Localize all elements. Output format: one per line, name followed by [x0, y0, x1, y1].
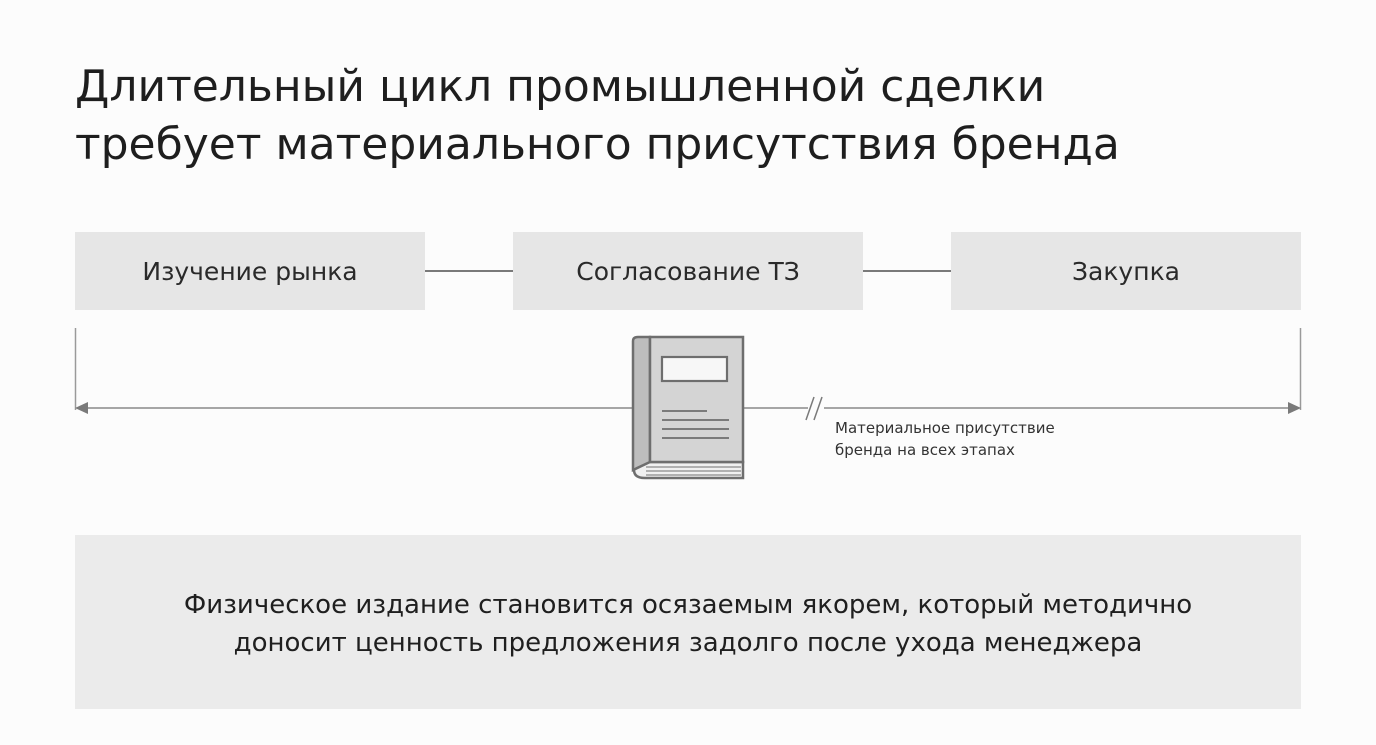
- stage-connector: [863, 270, 951, 272]
- timeline-caption: Материальное присутствие бренда на всех …: [835, 417, 1055, 461]
- stage-procurement: Закупка: [951, 232, 1301, 310]
- page-title: Длительный цикл промышленной сделки треб…: [75, 58, 1305, 174]
- stage-label: Изучение рынка: [142, 256, 358, 286]
- book-icon: [631, 335, 745, 480]
- stage-market-research: Изучение рынка: [75, 232, 425, 310]
- arrow-right-icon: [1288, 402, 1301, 414]
- stage-connector: [425, 270, 513, 272]
- title-line-2: требует материального присутствия бренда: [75, 119, 1120, 170]
- conclusion-line-1: Физическое издание становится осязаемым …: [183, 590, 1193, 620]
- stage-label: Закупка: [1071, 256, 1180, 286]
- title-line-1: Длительный цикл промышленной сделки: [75, 61, 1046, 112]
- caption-line-2: бренда на всех этапах: [835, 441, 1015, 459]
- arrow-left-icon: [75, 402, 88, 414]
- conclusion-text: Физическое издание становится осязаемым …: [184, 586, 1192, 662]
- stage-label: Согласование ТЗ: [576, 256, 800, 286]
- timeline-break-icon: [805, 396, 823, 421]
- conclusion-box: Физическое издание становится осязаемым …: [75, 535, 1301, 709]
- conclusion-line-2: доносит ценность предложения задолго пос…: [233, 628, 1143, 658]
- stage-spec-approval: Согласование ТЗ: [513, 232, 863, 310]
- caption-line-1: Материальное присутствие: [835, 419, 1055, 437]
